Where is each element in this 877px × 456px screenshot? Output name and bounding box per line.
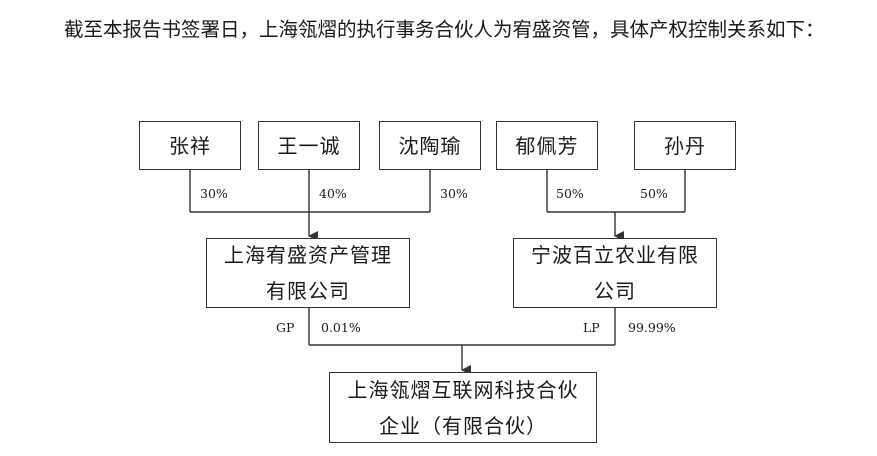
shareholder-box-shentaoyu: 沈陶瑜 xyxy=(379,121,481,170)
shareholder-name: 王一诚 xyxy=(277,133,341,158)
gp-entity-box: 上海宥盛资产管理有限公司 xyxy=(206,238,410,308)
shareholder-box-wangyicheng: 王一诚 xyxy=(258,121,360,170)
shareholder-name: 张祥 xyxy=(169,133,211,158)
gp-role-label: GP xyxy=(276,320,295,335)
lp-entity-box: 宁波百立农业有限公司 xyxy=(513,238,717,308)
pct-label-sundan: 50% xyxy=(640,186,668,201)
pct-label-wangyicheng: 40% xyxy=(319,186,347,201)
lp-role-label: LP xyxy=(583,320,600,335)
target-entity-name: 上海瓴熠互联网科技合伙企业（有限合伙） xyxy=(347,377,579,438)
shareholder-box-yupeifang: 郁佩芳 xyxy=(496,121,598,170)
shareholder-name: 沈陶瑜 xyxy=(398,133,462,158)
shareholder-name: 郁佩芳 xyxy=(515,133,579,158)
pct-label-zhangxiang: 30% xyxy=(200,186,228,201)
target-entity-box: 上海瓴熠互联网科技合伙企业（有限合伙） xyxy=(329,372,597,443)
lp-entity-name: 宁波百立农业有限公司 xyxy=(531,243,699,303)
pct-label-yupeifang: 50% xyxy=(556,186,584,201)
intro-paragraph: 截至本报告书签署日，上海瓴熠的执行事务合伙人为宥盛资管，具体产权控制关系如下： xyxy=(22,6,872,54)
shareholder-name: 孙丹 xyxy=(664,133,706,158)
intro-text: 截至本报告书签署日，上海瓴熠的执行事务合伙人为宥盛资管，具体产权控制关系如下： xyxy=(64,18,825,41)
shareholder-box-zhangxiang: 张祥 xyxy=(139,121,241,170)
gp-pct-label: 0.01% xyxy=(321,320,361,335)
lp-pct-label: 99.99% xyxy=(628,320,676,335)
gp-entity-name: 上海宥盛资产管理有限公司 xyxy=(224,243,392,303)
pct-label-shentaoyu: 30% xyxy=(440,186,468,201)
shareholder-box-sundan: 孙丹 xyxy=(634,121,736,170)
